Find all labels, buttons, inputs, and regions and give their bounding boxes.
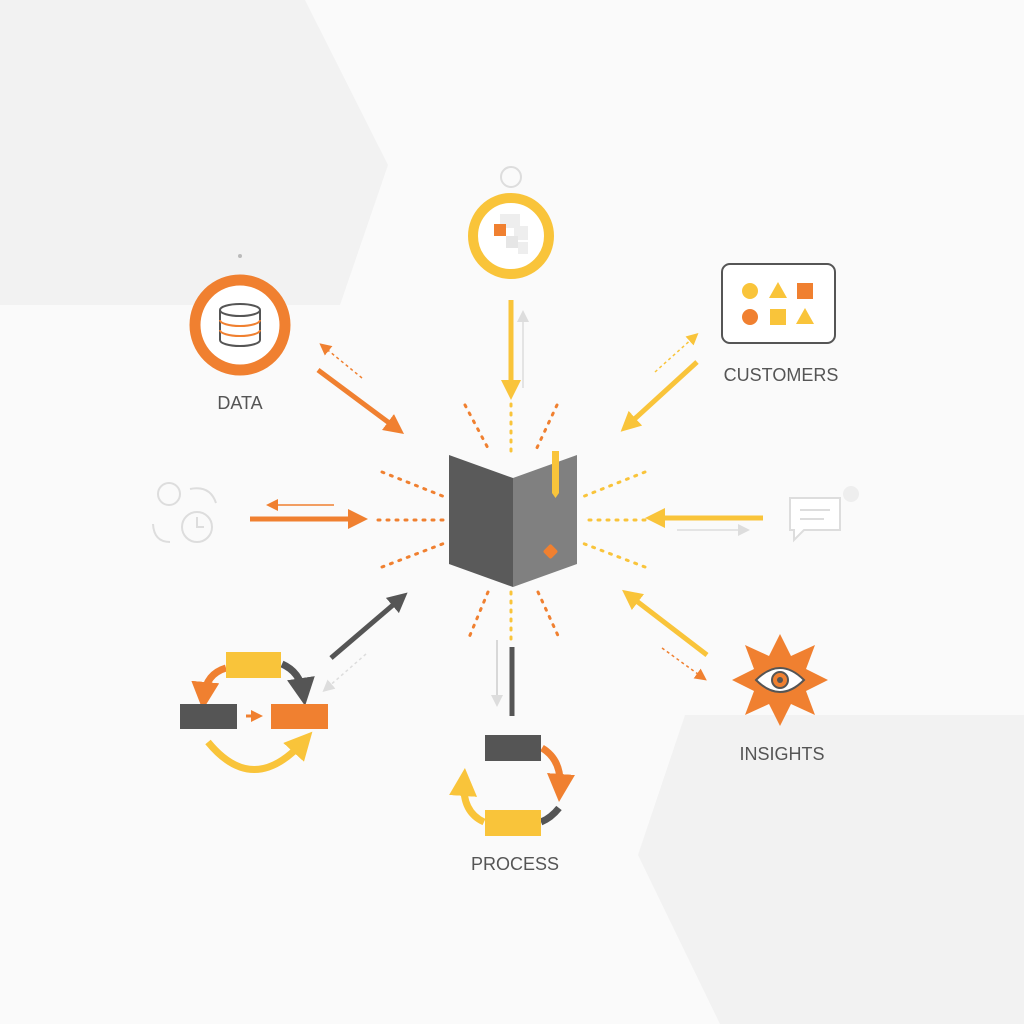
top-node[interactable] [468,166,554,279]
chat-icon [789,486,859,543]
process-label: PROCESS [471,854,559,874]
step-box-yellow [226,652,281,678]
ray [463,403,492,454]
ray [380,470,447,499]
process-box-dark [485,735,541,761]
process-arrow-orange [540,744,575,802]
customers-label: CUSTOMERS [724,365,839,385]
step-box-dark [180,704,237,729]
insights-label: INSIGHTS [739,744,824,764]
ray [536,590,562,642]
arrow-insights-out [661,647,707,681]
ray [580,541,647,569]
center-rays [376,402,647,642]
process-arrow-dark [539,805,562,826]
puzzle-icon [494,214,528,254]
customers-card [721,263,836,344]
diamond-icon [543,544,558,559]
background-shape-top-left [0,0,388,305]
process-arrow-yellow [449,768,486,826]
customers-node[interactable]: CUSTOMERS [721,263,839,385]
arrow-customers-out [654,332,699,373]
arrow-data-in [316,367,405,434]
arrow-data-out [319,343,363,379]
ray [533,403,559,454]
cycle-arrow-dark [280,660,315,706]
data-label: DATA [217,393,262,413]
process-box-yellow [485,810,541,836]
data-node[interactable]: DATA [189,254,291,413]
cycle-arrow-orange [191,664,228,710]
arrow-customers-in [620,360,699,432]
step-box-orange [271,704,328,729]
cycle-loop-node[interactable] [180,652,328,773]
eye-icon [754,667,806,693]
cycle-arrow-yellow [205,731,313,773]
bookmark-icon [552,451,559,498]
ray [580,470,647,499]
insights-node[interactable]: INSIGHTS [732,634,828,764]
arrow-loop-in [329,592,408,660]
arrow-insights-in [622,589,709,657]
ray [380,541,447,569]
shapes-icon [742,282,814,325]
arrow-loop-out [322,653,367,692]
process-node[interactable]: PROCESS [449,735,575,874]
background-shape-bottom-right [638,715,1024,1024]
book-icon [449,451,577,587]
ray [466,590,490,642]
connector-arrows [250,300,763,716]
clock-cycle-icon [152,482,217,543]
pin-icon [500,166,522,188]
database-icon [219,303,261,347]
